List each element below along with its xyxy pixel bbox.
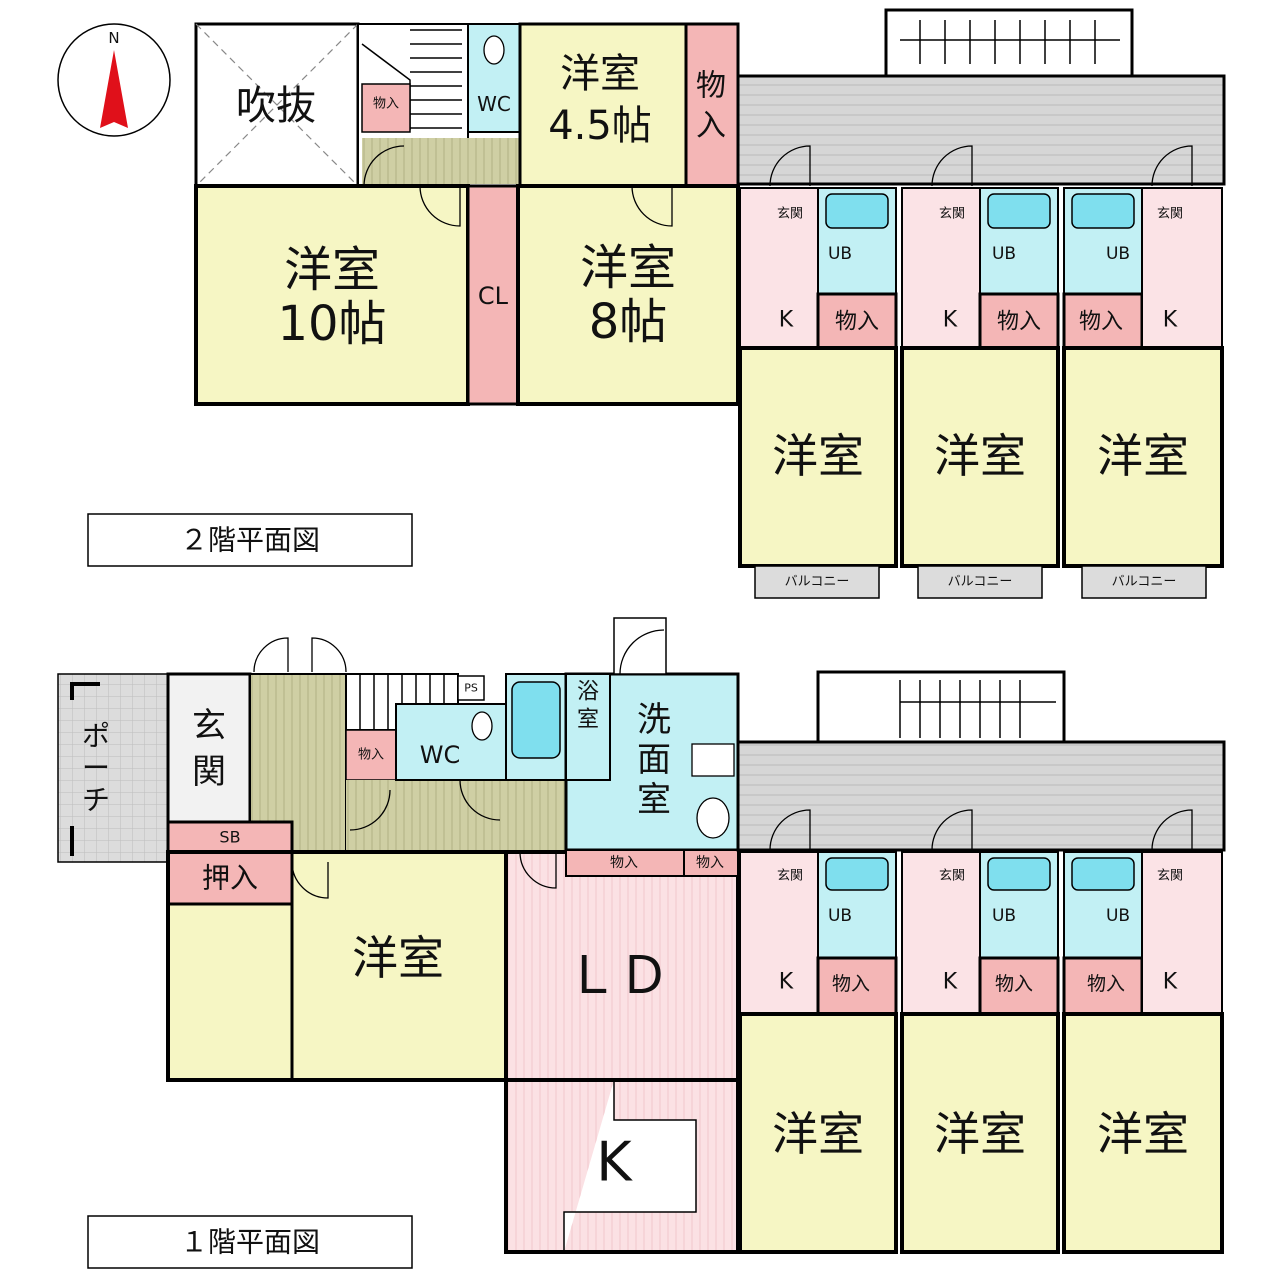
closet-label: CL [478,282,509,310]
storage-side-1: 物 [696,69,726,104]
room10-name: 洋室 [284,242,380,298]
unit2f-2-ub: UB [992,244,1016,264]
unit1f-3-genkan: 玄関 [1157,869,1183,884]
fukinuke-label: 吹抜 [236,83,316,129]
porch-3: チ [82,784,110,817]
floor2-unit-3: 玄関 UB K 物入 洋室 バルコニー [1062,145,1224,599]
sb-label: SB [219,828,240,847]
bath-2b: 室 [577,708,599,733]
unit1f-2-genkan: 玄関 [939,869,965,884]
room10-size: 10帖 [277,296,386,352]
unit1f-3-room: 洋室 [1097,1107,1189,1161]
unit2f-3-balcony: バルコニー [1112,575,1177,590]
ps-label: PS [464,682,478,695]
floor1-unit-2: 玄関 UB K 物入 洋室 [900,809,1060,1254]
floor1-unit-3: 玄関 UB K 物入 洋室 [1062,809,1224,1254]
unit2f-2-kitchen: K [943,308,958,333]
unit2f-1-balcony: バルコニー [785,575,850,590]
unit2f-2-genkan: 玄関 [939,207,965,222]
bath-1b: 浴 [577,680,599,705]
unit2f-1-genkan: 玄関 [777,207,803,222]
unit2f-1-kitchen: K [779,308,794,333]
unit2f-2-room: 洋室 [934,429,1026,483]
floor1-corridor [736,670,1226,852]
floor1-owner: ポ ー チ 玄 関 物入 PS WC 浴 室 浴 室 洗 面 室 SB [57,617,740,1254]
wc-label-1f: WC [420,741,461,769]
storage-stair-label: 物入 [358,748,384,763]
storage-b-label-b: 物入 [696,855,724,871]
room-1f-label: 洋室 [352,931,444,985]
unit2f-1-room: 洋室 [772,429,864,483]
unit2f-2-balcony: バルコニー [948,575,1013,590]
unit1f-2-storage: 物入 [995,973,1033,995]
ld-label: ＬＤ [566,946,670,1006]
unit1f-2-kitchen: K [943,970,958,995]
unit2f-2-storage: 物入 [997,310,1041,335]
unit1f-1-ub: UB [828,906,852,926]
compass: N [57,23,171,137]
unit1f-3-ub: UB [1106,906,1130,926]
unit1f-3-storage: 物入 [1087,973,1125,995]
storage-small-label: 物入 [373,97,399,112]
washroom-2: 面 [637,740,671,780]
wc-label-2f: WC [477,92,511,116]
floor2-unit-2: 玄関 UB K 物入 洋室 バルコニー [900,145,1060,599]
floor1-unit-1: 玄関 UB K 物入 洋室 [738,809,898,1254]
floor2-owner: 吹抜 物入 WC 洋室 4.5帖 物 入 洋室 10帖 CL 洋室 8帖 [194,22,740,406]
unit2f-1-ub: UB [828,244,852,264]
washroom-1: 洗 [637,700,671,740]
unit1f-1-kitchen: K [779,970,794,995]
unit2f-3-ub: UB [1106,244,1130,264]
floor1-title: １階平面図 [180,1226,320,1259]
unit1f-3-kitchen: K [1163,970,1178,995]
unit2f-1-storage: 物入 [835,310,879,335]
unit1f-1-genkan: 玄関 [777,869,803,884]
porch-2: ー [82,752,110,785]
kitchen-1f-label: K [596,1131,633,1194]
storage-a-label-b: 物入 [610,855,638,871]
unit2f-3-room: 洋室 [1097,429,1189,483]
room8-size: 8帖 [589,294,668,350]
unit1f-2-room: 洋室 [934,1107,1026,1161]
unit1f-1-room: 洋室 [772,1107,864,1161]
genkan-2: 関 [192,752,226,792]
floor2-corridor [736,8,1226,186]
washroom-3: 室 [637,780,671,820]
unit2f-3-storage: 物入 [1079,310,1123,335]
unit1f-2-ub: UB [992,906,1016,926]
oshiire-label: 押入 [202,862,258,895]
room8-name: 洋室 [580,240,676,296]
genkan-1: 玄 [192,706,226,746]
room45-name: 洋室 [560,51,640,97]
unit1f-1-storage: 物入 [832,973,870,995]
storage-side-2: 入 [696,109,726,144]
unit2f-3-genkan: 玄関 [1157,207,1183,222]
north-label: N [108,29,119,47]
unit2f-3-kitchen: K [1163,308,1178,333]
floor2-unit-1: 玄関 UB K 物入 洋室 バルコニー [738,145,898,599]
floor2-title: ２階平面図 [180,524,320,557]
room45-size: 4.5帖 [548,103,652,149]
porch-1: ポ [82,720,110,753]
